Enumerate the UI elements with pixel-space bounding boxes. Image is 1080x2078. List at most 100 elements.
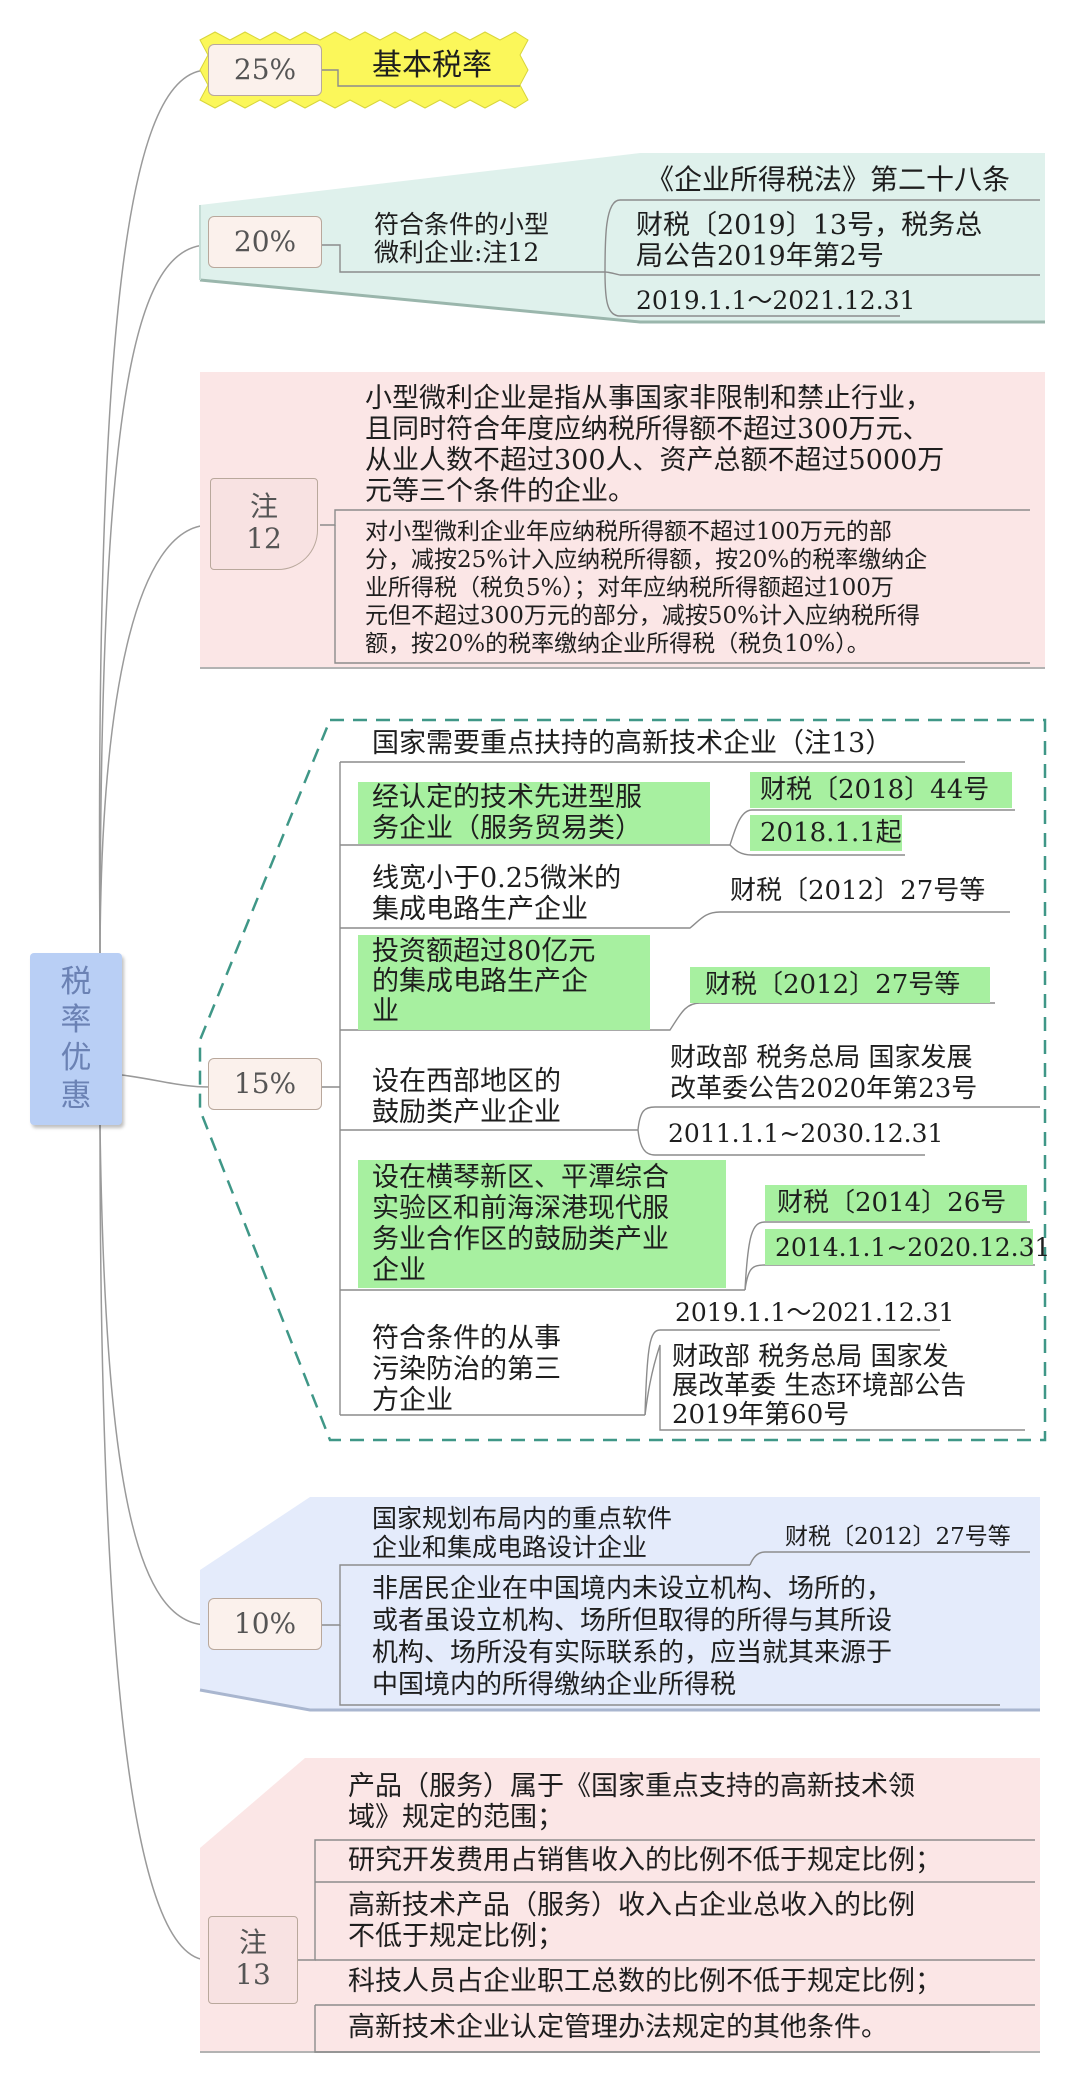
b15-i3-line: 集成电路生产企业 <box>372 894 588 925</box>
b15-i7doc-line: 展改革委 生态环境部公告 <box>672 1371 967 1401</box>
rate-20-pill[interactable]: 20% <box>208 216 322 268</box>
n13-c5: 高新技术企业认定管理办法规定的其他条件。 <box>348 2012 888 2043</box>
b15-i6: 设在横琴新区、平潭综合 实验区和前海深港现代服 务业合作区的鼓励类产业 企业 <box>372 1162 669 1286</box>
b15-i7doc-line: 2019年第60号 <box>672 1400 850 1430</box>
b10-i2: 非居民企业在中国境内未设立机构、场所的， 或者虽设立机构、场所但取得的所得与其所… <box>372 1573 892 1701</box>
b15-i2: 经认定的技术先进型服 务企业（服务贸易类） <box>372 782 642 844</box>
b15-i1: 国家需要重点扶持的高新技术企业（注13） <box>372 728 893 759</box>
hl-i6date <box>765 1229 1033 1265</box>
hl-i6 <box>358 1160 726 1288</box>
b15-i5doc-line: 改革委公告2020年第23号 <box>670 1074 978 1104</box>
b15-i2doc: 财税〔2018〕44号 <box>760 775 990 805</box>
rate-15: 15% <box>233 1067 297 1100</box>
n12-rule-line: 对小型微利企业年应纳税所得额不超过100万元的部 <box>365 519 892 545</box>
hl-i2doc <box>750 772 1012 808</box>
b20-doc-line: 财税〔2019〕13号，税务总 <box>636 210 983 241</box>
note-13-label: 注 <box>238 1926 267 1959</box>
b15-frame <box>198 718 1047 1442</box>
b20-doc: 财税〔2019〕13号，税务总 局公告2019年第2号 <box>636 210 982 272</box>
b15-i6date: 2014.1.1~2020.12.31 <box>775 1233 1051 1262</box>
b15-i3doc: 财税〔2012〕27号等 <box>730 876 986 906</box>
n13-bg <box>200 1758 1040 2052</box>
b15-i5: 设在西部地区的 鼓励类产业企业 <box>372 1066 561 1128</box>
b15-i7-line: 符合条件的从事 <box>372 1323 561 1354</box>
b10-i2-line: 机构、场所没有实际联系的，应当就其来源于 <box>372 1638 893 1668</box>
b10-i2-line: 或者虽设立机构、场所但取得的所得与其所设 <box>372 1606 893 1636</box>
n13-c3-line: 高新技术产品（服务）收入占企业总收入的比例 <box>348 1890 915 1921</box>
n13-c4: 科技人员占企业职工总数的比例不低于规定比例； <box>348 1966 942 1997</box>
b15-i4: 投资额超过80亿元 的集成电路生产企 业 <box>372 937 595 1027</box>
rate-20: 20% <box>233 225 297 258</box>
note-13-label: 13 <box>235 1958 271 1991</box>
b20-bg <box>200 153 1045 322</box>
b20-cond-line: 微利企业:注12 <box>374 238 540 267</box>
b10-i1: 国家规划布局内的重点软件 企业和集成电路设计企业 <box>372 1504 672 1562</box>
rate-25: 25% <box>233 53 297 86</box>
b15-i6-line: 企业 <box>372 1255 426 1286</box>
b15-i7date: 2019.1.1～2021.12.31 <box>675 1298 955 1327</box>
b20-period: 2019.1.1～2021.12.31 <box>636 286 916 315</box>
b15-i2-line: 经认定的技术先进型服 <box>372 782 642 813</box>
note-13-pill[interactable]: 注 13 <box>208 1916 298 2004</box>
root-label: 税率优惠 <box>60 964 92 1114</box>
b10-i1-line: 国家规划布局内的重点软件 <box>372 1504 673 1533</box>
n12-rule-line: 元但不超过300万元的部分，减按50%计入应纳税所得 <box>365 603 921 629</box>
b15-i7: 符合条件的从事 污染防治的第三 方企业 <box>372 1323 561 1416</box>
note-12-pill[interactable]: 注 12 <box>210 478 318 570</box>
b10-i2-line: 中国境内的所得缴纳企业所得税 <box>372 1670 737 1700</box>
b15-i7doc: 财政部 税务总局 国家发 展改革委 生态环境部公告 2019年第60号 <box>672 1343 966 1430</box>
b10-i1doc: 财税〔2012〕27号等 <box>785 1524 1011 1550</box>
b20-law: 《企业所得税法》第二十八条 <box>646 163 1011 196</box>
b10-i2-line: 非居民企业在中国境内未设立机构、场所的， <box>372 1574 893 1604</box>
hl-i4 <box>358 935 650 1030</box>
hl-i4doc <box>690 967 990 1003</box>
b15-i5doc: 财政部 税务总局 国家发展 改革委公告2020年第23号 <box>670 1043 977 1105</box>
n13-c1-line: 产品（服务）属于《国家重点支持的高新技术领 <box>348 1771 915 1802</box>
n13-c3: 高新技术产品（服务）收入占企业总收入的比例 不低于规定比例； <box>348 1890 915 1952</box>
hl-i6doc <box>765 1185 1027 1221</box>
n12-def-line: 元等三个条件的企业。 <box>365 476 635 507</box>
b15-i4-line: 业 <box>372 996 399 1027</box>
b15-i3: 线宽小于0.25微米的 集成电路生产企业 <box>372 863 621 925</box>
n12-rule-line: 额，按20%的税率缴纳企业所得税（税负10%）。 <box>365 631 870 657</box>
hl-i2date <box>750 815 902 851</box>
b20-doc-line: 局公告2019年第2号 <box>636 241 884 272</box>
n12-rule-line: 分，减按25%计入应纳税所得额，按20%的税率缴纳企 <box>365 547 928 573</box>
n12-rule-line: 业所得税（税负5%）；对年应纳税所得额超过100万 <box>365 575 894 601</box>
b15-i2-line: 务企业（服务贸易类） <box>372 813 642 844</box>
b15-i7-line: 污染防治的第三 <box>372 1354 561 1385</box>
n13-c2: 研究开发费用占销售收入的比例不低于规定比例； <box>348 1845 942 1876</box>
b15-i4doc: 财税〔2012〕27号等 <box>705 970 961 1000</box>
b15-i5-line: 鼓励类产业企业 <box>372 1097 561 1128</box>
n13-c1-line: 域》规定的范围； <box>348 1802 564 1833</box>
hl-i2 <box>358 782 710 844</box>
n12-def: 小型微利企业是指从事国家非限制和禁止行业， 且同时符合年度应纳税所得额不超过30… <box>365 383 944 507</box>
b15-i6-line: 务业合作区的鼓励类产业 <box>372 1224 669 1255</box>
b15-i6-line: 设在横琴新区、平潭综合 <box>372 1162 669 1193</box>
b20-cond-line: 符合条件的小型 <box>374 210 550 239</box>
n12-def-line: 从业人数不超过300人、资产总额不超过5000万 <box>365 445 945 476</box>
b15-i4-line: 的集成电路生产企 <box>372 966 588 997</box>
b10-i1-line: 企业和集成电路设计企业 <box>372 1533 648 1562</box>
b10-bg <box>200 1497 1040 1710</box>
note-12-label: 注 <box>249 490 278 523</box>
root-node[interactable]: 税率优惠 <box>30 953 122 1125</box>
b15-i5date: 2011.1.1~2030.12.31 <box>668 1119 944 1148</box>
b15-i6-line: 实验区和前海深港现代服 <box>372 1193 669 1224</box>
b15-i7-line: 方企业 <box>372 1385 453 1416</box>
rate-10-pill[interactable]: 10% <box>208 1598 322 1650</box>
b20-cond: 符合条件的小型 微利企业:注12 <box>374 211 549 267</box>
b15-i2date: 2018.1.1起 <box>760 818 902 848</box>
b15-i5-line: 设在西部地区的 <box>372 1066 561 1097</box>
rate-25-pill[interactable]: 25% <box>208 44 322 96</box>
n12-rule: 对小型微利企业年应纳税所得额不超过100万元的部 分，减按25%计入应纳税所得额… <box>365 518 927 658</box>
b15-i6doc: 财税〔2014〕26号 <box>777 1188 1007 1218</box>
rate-15-pill[interactable]: 15% <box>208 1058 322 1110</box>
n12-bg <box>200 372 1045 668</box>
b15-i3-line: 线宽小于0.25微米的 <box>372 863 622 894</box>
b15-i5doc-line: 财政部 税务总局 国家发展 <box>670 1043 973 1073</box>
b15-i7doc-line: 财政部 税务总局 国家发 <box>672 1342 949 1372</box>
n12-def-line: 且同时符合年度应纳税所得额不超过300万元、 <box>365 414 930 445</box>
n13-c1: 产品（服务）属于《国家重点支持的高新技术领 域》规定的范围； <box>348 1771 915 1833</box>
